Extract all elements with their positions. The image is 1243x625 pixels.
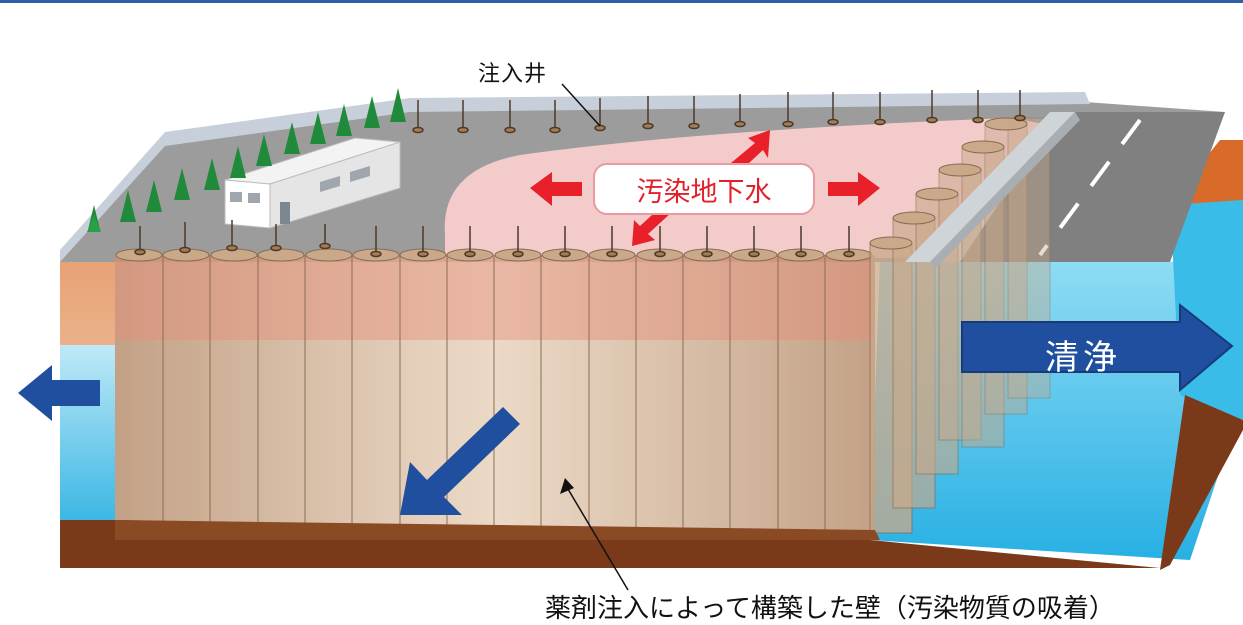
tree-icon xyxy=(230,146,246,178)
contaminated-groundwater-label: 汚染地下水 xyxy=(593,163,815,215)
injection-well-icon xyxy=(654,226,666,258)
injection-well-icon xyxy=(512,226,524,258)
injection-well-icon xyxy=(782,92,794,128)
injection-well-icon xyxy=(179,222,191,254)
tree-icon xyxy=(256,134,272,166)
injection-wells xyxy=(134,90,1026,258)
injection-well-icon xyxy=(972,90,984,124)
injection-well-icon xyxy=(559,226,571,258)
road-barrier xyxy=(905,112,1080,268)
tree-icon xyxy=(284,122,300,154)
leader-lines xyxy=(560,83,629,591)
tree-row xyxy=(87,88,406,232)
arrow-icon xyxy=(828,172,880,206)
treatment-wall xyxy=(115,248,875,535)
injection-well-icon xyxy=(370,226,382,258)
tree-icon xyxy=(310,112,326,144)
injection-well-icon xyxy=(134,226,146,256)
treatment-wall-caption: 薬剤注入によって構築した壁（汚染物質の吸着） xyxy=(545,594,1115,624)
flow-arrows xyxy=(18,302,1234,515)
tree-icon xyxy=(174,168,190,200)
injection-well-icon xyxy=(843,226,855,258)
injection-well-icon xyxy=(874,92,886,126)
injection-well-icon xyxy=(549,100,561,134)
top-border xyxy=(0,0,1243,3)
tree-icon xyxy=(390,88,406,122)
injection-well-icon xyxy=(504,100,516,134)
injection-well-icon xyxy=(688,96,700,130)
tree-icon xyxy=(364,96,380,128)
injection-well-label: 注入井 xyxy=(478,62,548,87)
arrow-icon xyxy=(961,302,1234,393)
tree-icon xyxy=(120,190,136,222)
clean-label: 清浄 xyxy=(1045,338,1121,378)
tree-icon xyxy=(204,158,220,190)
injection-well-icon xyxy=(926,90,938,124)
injection-well-icon xyxy=(606,226,618,258)
injection-well-icon xyxy=(701,226,713,258)
injection-well-icon xyxy=(270,224,282,252)
arrow-icon xyxy=(530,172,582,206)
injection-well-icon xyxy=(748,226,760,258)
bedrock-layer xyxy=(60,520,1160,568)
tree-icon xyxy=(336,104,352,136)
injection-well-icon xyxy=(1014,90,1026,122)
injection-well-icon xyxy=(226,220,238,252)
tree-icon xyxy=(87,205,101,232)
injection-well-icon xyxy=(642,96,654,130)
injection-well-icon xyxy=(417,226,429,258)
injection-well-icon xyxy=(827,92,839,126)
injection-well-icon xyxy=(464,226,476,258)
arrow-icon xyxy=(400,407,520,515)
injection-well-icon xyxy=(319,224,331,250)
injection-well-icon xyxy=(457,100,469,134)
injection-well-icon xyxy=(795,226,807,258)
arrow-icon xyxy=(18,365,100,421)
tree-icon xyxy=(146,180,162,212)
injection-well-icon xyxy=(412,100,424,134)
building-icon xyxy=(224,137,401,229)
injection-well-icon xyxy=(734,94,746,128)
